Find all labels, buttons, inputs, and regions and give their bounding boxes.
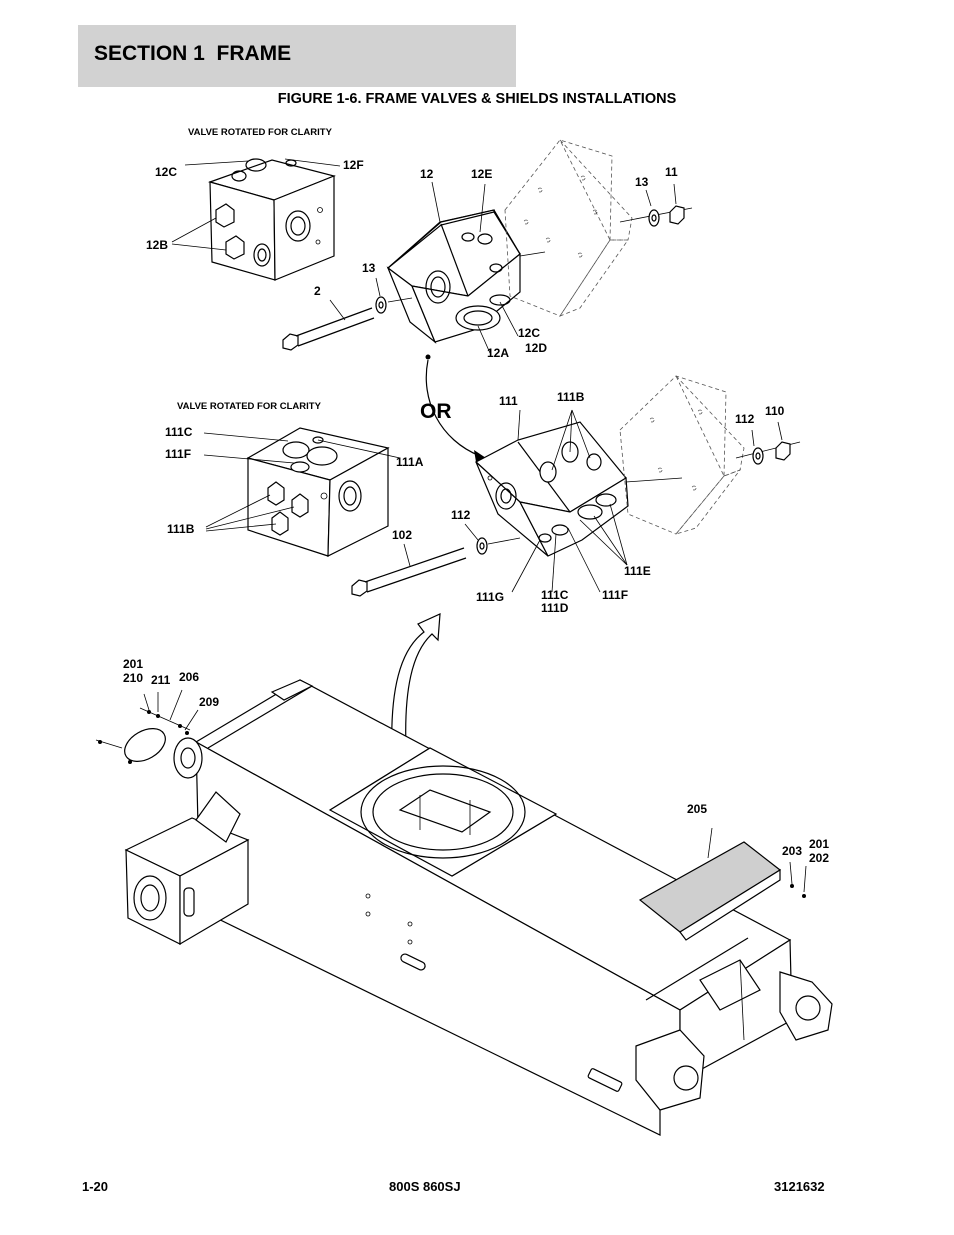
callout-209: 209 bbox=[199, 695, 220, 709]
callout-111f-left: 111F bbox=[165, 447, 192, 461]
callout-12e: 12E bbox=[471, 167, 493, 181]
or-label: OR bbox=[420, 400, 452, 423]
callout-111c-bottom: 111C bbox=[541, 588, 569, 602]
callout-12a: 12A bbox=[487, 346, 510, 360]
callout-12: 12 bbox=[420, 167, 434, 181]
callout-206: 206 bbox=[179, 670, 200, 684]
callout-12c-bottom: 12C bbox=[518, 326, 541, 340]
callout-111b-left: 111B bbox=[167, 522, 195, 536]
note-valve-rotated-top: VALVE ROTATED FOR CLARITY bbox=[188, 127, 332, 138]
section-header: SECTION 1 FRAME bbox=[78, 25, 516, 87]
footer-model: 800S 860SJ bbox=[389, 1179, 461, 1194]
callout-102: 102 bbox=[392, 528, 413, 542]
valve-12 bbox=[386, 181, 521, 354]
callout-111d: 111D bbox=[541, 601, 569, 615]
callout-11: 11 bbox=[665, 165, 678, 179]
callout-111f-bottom: 111F bbox=[602, 588, 629, 602]
install-arrow bbox=[391, 613, 441, 753]
callout-13-left: 13 bbox=[362, 261, 376, 275]
callout-12f: 12F bbox=[343, 158, 364, 172]
footer-doc-number: 3121632 bbox=[774, 1179, 825, 1194]
callout-111g: 111G bbox=[476, 590, 505, 604]
callout-203: 203 bbox=[782, 844, 803, 858]
hardware-111 bbox=[351, 421, 801, 597]
callout-111: 111 bbox=[499, 394, 518, 408]
valve-111 bbox=[474, 409, 629, 593]
frame-assembly bbox=[95, 679, 833, 1136]
section-title: SECTION 1 FRAME bbox=[94, 42, 292, 65]
callout-13-right: 13 bbox=[635, 175, 649, 189]
callout-111c-left: 111C bbox=[165, 425, 193, 439]
bracket-12 bbox=[504, 139, 633, 317]
callout-202: 202 bbox=[809, 851, 830, 865]
callout-2: 2 bbox=[314, 284, 321, 298]
callout-111e: 111E bbox=[624, 564, 651, 578]
callout-112-left: 112 bbox=[451, 508, 471, 522]
note-valve-rotated-bottom: VALVE ROTATED FOR CLARITY bbox=[177, 401, 321, 412]
callout-12d: 12D bbox=[525, 341, 548, 355]
callout-211: 211 bbox=[151, 673, 171, 687]
figure-title: FIGURE 1-6. FRAME VALVES & SHIELDS INSTA… bbox=[277, 91, 677, 107]
callout-111b-top: 111B bbox=[557, 390, 585, 404]
hardware-12 bbox=[282, 183, 693, 351]
callout-205: 205 bbox=[687, 802, 708, 816]
valve-12-rotated bbox=[171, 158, 341, 281]
callout-201-right: 201 bbox=[809, 837, 830, 851]
callout-111a: 111A bbox=[396, 455, 424, 469]
callout-110: 110 bbox=[765, 404, 785, 418]
footer-page-number: 1-20 bbox=[82, 1179, 109, 1194]
callout-12b: 12B bbox=[146, 238, 169, 252]
bracket-111 bbox=[619, 375, 745, 535]
callout-201-left: 201 bbox=[123, 657, 144, 671]
callout-210: 210 bbox=[123, 671, 144, 685]
valve-111-rotated bbox=[203, 427, 401, 557]
callout-112-right: 112 bbox=[735, 412, 755, 426]
callout-12c-top: 12C bbox=[155, 165, 178, 179]
